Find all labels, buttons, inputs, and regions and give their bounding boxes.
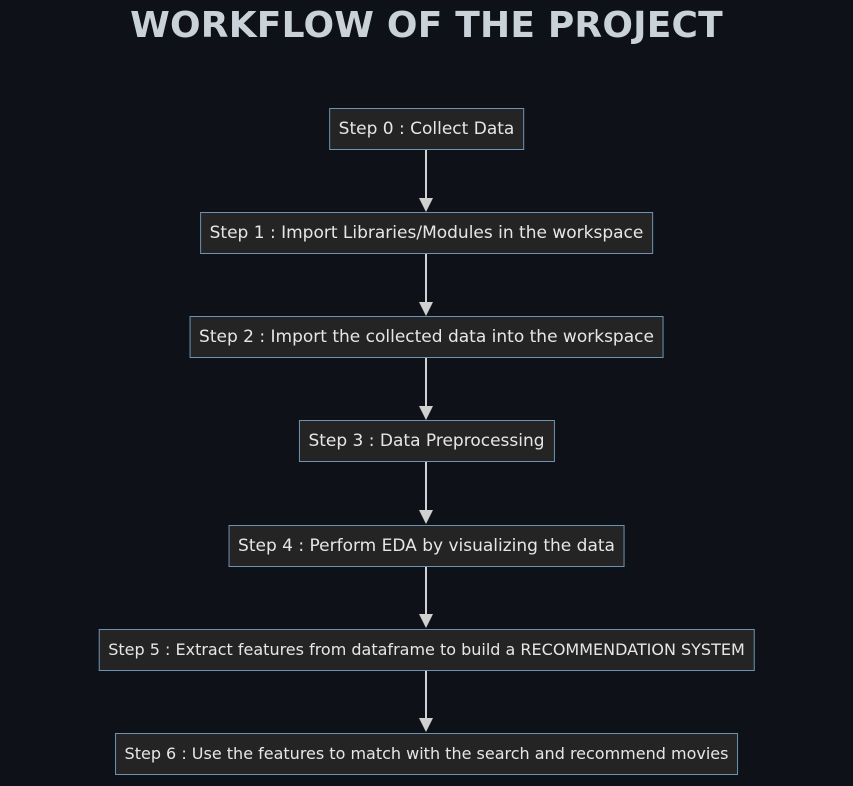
diagram-title: WORKFLOW OF THE PROJECT bbox=[130, 5, 723, 46]
step-3-box: Step 3 : Data Preprocessing bbox=[298, 420, 555, 462]
arrow-0-1 bbox=[419, 150, 433, 212]
step-0-box: Step 0 : Collect Data bbox=[328, 108, 525, 150]
step-2-box: Step 2 : Import the collected data into … bbox=[189, 316, 664, 358]
arrow-5-6 bbox=[419, 671, 433, 732]
arrow-1-2 bbox=[419, 254, 433, 316]
step-6-box: Step 6 : Use the features to match with … bbox=[114, 733, 739, 775]
step-5-box: Step 5 : Extract features from dataframe… bbox=[98, 629, 755, 671]
step-4-box: Step 4 : Perform EDA by visualizing the … bbox=[228, 525, 625, 567]
step-1-box: Step 1 : Import Libraries/Modules in the… bbox=[199, 212, 654, 254]
arrow-3-4 bbox=[419, 462, 433, 524]
arrow-2-3 bbox=[419, 358, 433, 420]
arrow-4-5 bbox=[419, 567, 433, 628]
